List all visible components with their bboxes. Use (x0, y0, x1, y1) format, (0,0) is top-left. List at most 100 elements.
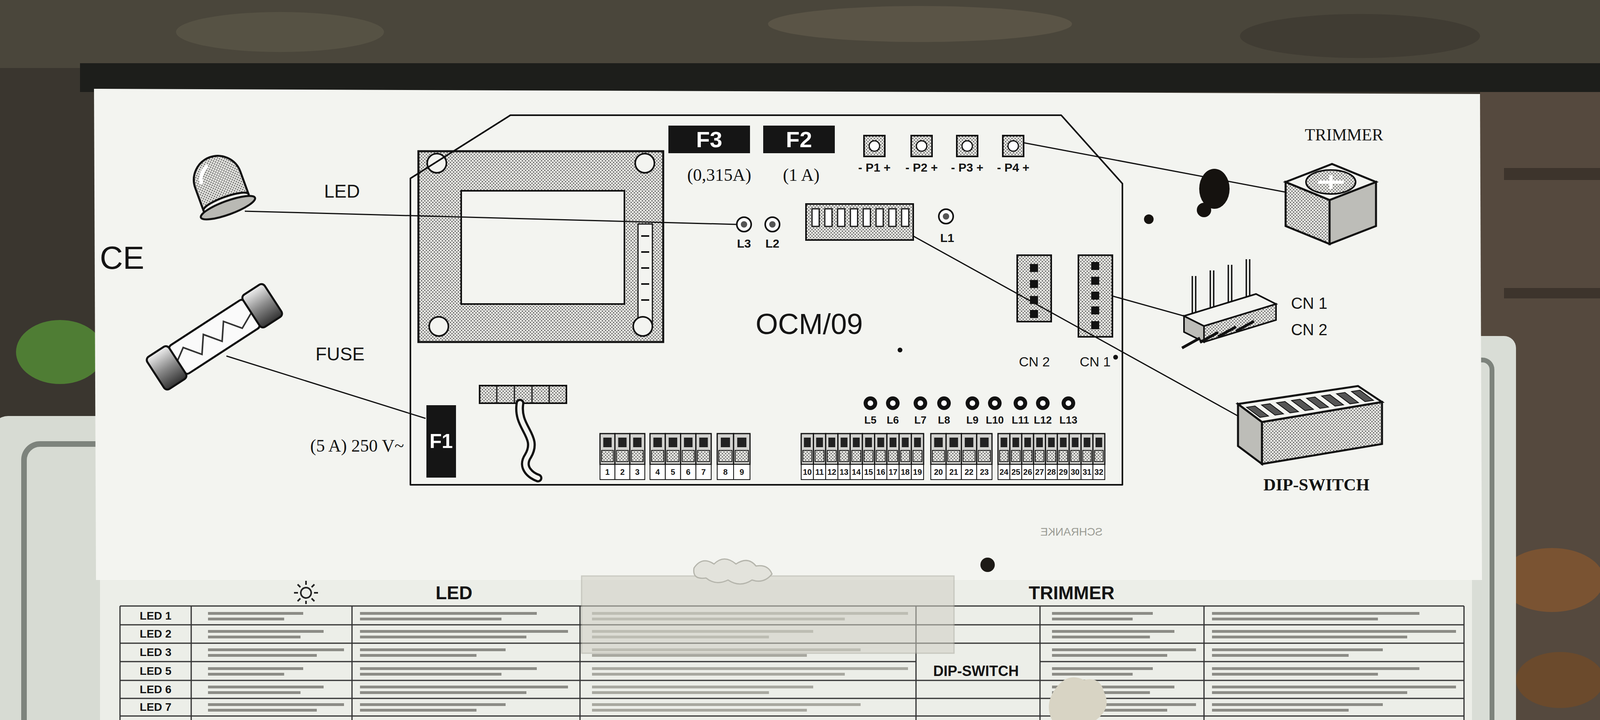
terminal-clamp (1058, 450, 1068, 462)
terminal-number: 27 (1035, 467, 1044, 477)
paper-damage (1048, 677, 1107, 720)
fine-print (360, 635, 527, 639)
dip-lever (901, 208, 909, 227)
trimmer-part (1002, 135, 1024, 157)
part-label: FUSE (315, 344, 365, 365)
terminal-number-cell (665, 464, 681, 480)
ground-patch (176, 12, 384, 52)
led-core (942, 213, 950, 220)
terminal-screw (816, 437, 823, 448)
terminal-number: 16 (876, 467, 886, 477)
terminal-number-cell (998, 464, 1010, 480)
dip-sliders (1246, 390, 1374, 418)
terminal-clamp (1047, 450, 1056, 462)
terminal-body (1069, 433, 1082, 465)
fine-print (1212, 648, 1383, 652)
terminal-clamp (888, 450, 898, 462)
terminal-number-cell (1057, 464, 1070, 480)
trimmer-part (956, 135, 978, 157)
table-row-label: LED 6 (139, 683, 172, 696)
fine-print (1212, 667, 1420, 670)
terminal-number: 3 (635, 467, 640, 477)
table-rule (1203, 606, 1205, 720)
trimmer-top (1285, 164, 1376, 200)
led-label: L13 (1059, 414, 1078, 426)
terminal-clamp (631, 450, 644, 462)
terminal-clamp (947, 450, 960, 462)
led-label: L10 (986, 414, 1004, 426)
terminal-body (1081, 433, 1094, 465)
terminal-screw (618, 437, 627, 448)
fine-print (360, 667, 537, 670)
terminal-body (930, 433, 946, 465)
fuse-name: F1 (429, 430, 453, 453)
terminal-clamp (999, 450, 1009, 462)
led-label: L7 (914, 414, 927, 426)
terminal-screw (865, 437, 872, 448)
terminal-number: 28 (1046, 467, 1056, 477)
led-center (969, 400, 976, 406)
table-rule (120, 698, 1464, 700)
fine-print (208, 654, 317, 657)
fine-print (592, 654, 807, 657)
wood-gap (1504, 288, 1600, 299)
terminal-number-cell (976, 464, 992, 480)
table-row-label: LED 3 (139, 646, 172, 659)
dip-levers (812, 208, 909, 227)
led-label: L3 (736, 236, 751, 250)
terminal-screw (949, 437, 958, 448)
terminal-clamp (932, 450, 945, 462)
dip-slider (1351, 390, 1374, 402)
terminal-number: 10 (802, 467, 812, 477)
fine-print (360, 617, 502, 621)
fuse-icon (145, 282, 284, 391)
terminal-number: 26 (1023, 467, 1032, 477)
dip-switch-icon (1238, 386, 1382, 464)
fine-print (360, 703, 506, 706)
terminal-number-cell (838, 464, 851, 480)
connector-pins (1030, 264, 1038, 318)
fine-print (208, 630, 324, 633)
trimmer-dial (1008, 140, 1019, 152)
table-rule (190, 606, 192, 720)
table-rule (1039, 606, 1041, 720)
terminal-number-cell (850, 464, 863, 480)
terminal-body (850, 433, 863, 465)
fine-print (1212, 617, 1378, 621)
terminal-body (680, 433, 696, 465)
terminal-number-cell (874, 464, 888, 480)
fine-print (208, 685, 324, 689)
sun-rays (294, 580, 318, 604)
screw (427, 153, 447, 173)
terminal-number-cell (1081, 464, 1094, 480)
terminal-clamp (651, 450, 664, 462)
mains-wire (519, 403, 538, 478)
fine-print (1052, 667, 1153, 670)
transformer (418, 151, 664, 342)
mains-wire-core (519, 403, 538, 478)
ink-stain (1199, 168, 1230, 209)
trimmer-part (911, 135, 932, 157)
led-label: L2 (765, 236, 780, 250)
led-ring (1013, 396, 1028, 410)
trimmer-slot (1318, 175, 1344, 189)
terminal-screw (934, 437, 943, 448)
table-rule (579, 606, 581, 720)
terminal-number: 18 (900, 467, 910, 477)
board-name: OCM/09 (755, 308, 863, 340)
terminal-clamp (697, 450, 710, 462)
fine-print (592, 672, 845, 676)
terminal-body (801, 433, 814, 465)
led-ring (863, 396, 878, 410)
fine-print (1212, 654, 1349, 657)
terminal-number: 23 (980, 467, 989, 477)
terminal-screw (902, 437, 909, 448)
leader-line (226, 356, 426, 419)
terminal-clamp (1070, 450, 1080, 462)
terminal-number-cell (911, 464, 924, 480)
terminal-screw (1095, 437, 1103, 448)
fine-print (592, 708, 807, 712)
led-core (769, 221, 776, 228)
dip-top (1238, 386, 1382, 422)
